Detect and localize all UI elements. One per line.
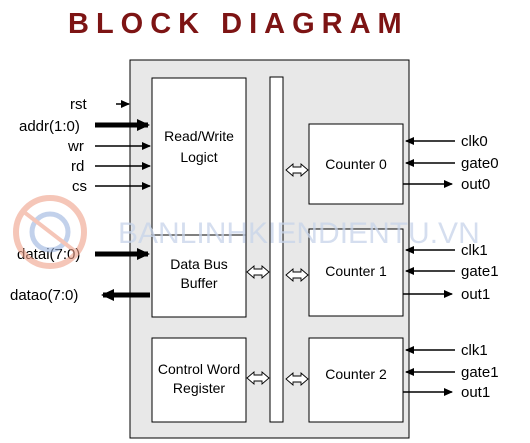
counter-2-label: Counter 2 [325, 366, 387, 382]
gate0-label: gate0 [461, 155, 499, 172]
control-word-label-line2: Register [173, 380, 225, 396]
watermark-text: BANLINHKIENDIENTU.VN [118, 217, 480, 250]
read-write-label-line1: Read/Write [164, 128, 234, 144]
wr-label: wr [67, 138, 84, 155]
control-word-register-block [151, 337, 247, 423]
counter1-gate-label: gate1 [461, 263, 499, 280]
counter2-out-label: out1 [461, 384, 490, 401]
data-bus-label-line2: Buffer [180, 275, 217, 291]
read-write-label-line2: Logict [180, 149, 217, 165]
counter1-out-label: out1 [461, 286, 490, 303]
counter-1-block [308, 228, 404, 317]
control-word-label-line1: Control Word [158, 361, 240, 377]
datao-label: datao(7:0) [10, 287, 78, 304]
out0-label: out0 [461, 176, 490, 193]
data-bus-buffer-block [151, 234, 247, 318]
page-title: BLOCK DIAGRAM [68, 8, 409, 40]
counter1-clk-label: clk1 [461, 242, 488, 259]
read-write-logic-block [151, 77, 247, 236]
data-bus-label-line1: Data Bus [170, 256, 228, 272]
clk0-label: clk0 [461, 133, 488, 150]
watermark-logo-icon [13, 195, 87, 269]
cs-label: cs [72, 178, 87, 195]
counter2-gate-label: gate1 [461, 364, 499, 381]
counter-1-label: Counter 1 [325, 263, 387, 279]
rd-label: rd [71, 158, 84, 175]
rst-label: rst [70, 96, 87, 113]
internal-bus [269, 76, 284, 423]
counter2-clk-label: clk1 [461, 342, 488, 359]
counter-0-block [308, 123, 404, 205]
counter-2-block [308, 337, 404, 423]
counter-0-label: Counter 0 [325, 156, 387, 172]
addr-label: addr(1:0) [19, 118, 80, 135]
